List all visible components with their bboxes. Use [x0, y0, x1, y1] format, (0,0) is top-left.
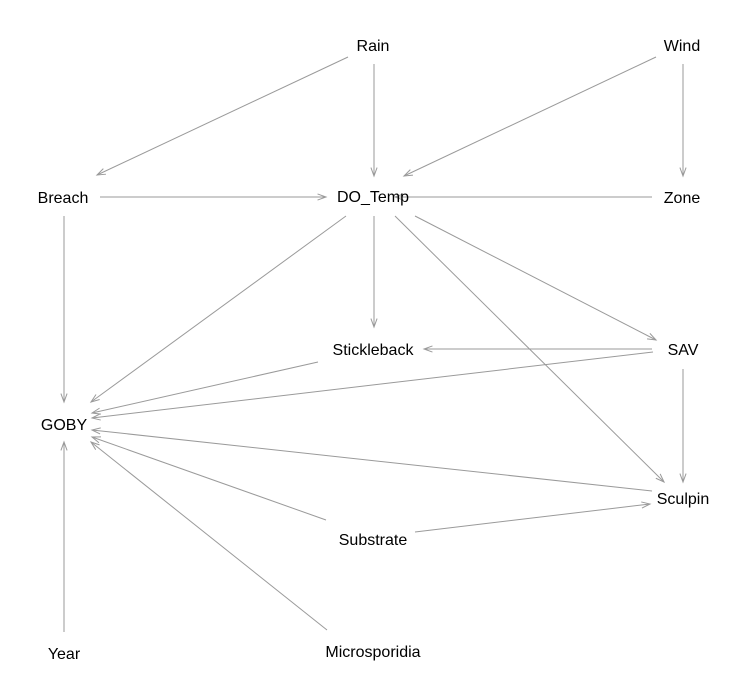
node-sculpin: Sculpin — [657, 491, 709, 508]
arrowhead-rain-to-breach — [95, 168, 107, 176]
arrowhead-stickleback-to-goby — [90, 407, 101, 415]
node-stickleback: Stickleback — [333, 342, 415, 359]
arrowhead-substrate-to-sculpin — [641, 501, 652, 509]
arrowhead-sav-to-goby — [90, 413, 101, 421]
arrowhead-breach-to-goby — [60, 393, 68, 404]
node-breach: Breach — [38, 190, 89, 207]
arrowhead-breach-to-do_temp — [317, 193, 328, 201]
node-goby: GOBY — [41, 417, 88, 434]
arrowhead-do_temp-to-stickleback — [370, 318, 378, 329]
edge-wind-to-do_temp — [403, 56, 657, 177]
arrowhead-do_temp-to-sav — [647, 333, 658, 341]
node-sav: SAV — [668, 342, 699, 359]
edge-substrate-to-goby — [91, 436, 327, 521]
node-do-temp: DO_Temp — [337, 189, 409, 206]
edge-stickleback-to-goby — [91, 361, 319, 414]
node-microsporidia: Microsporidia — [325, 644, 420, 661]
arrowhead-zone-to-do_temp — [393, 193, 404, 201]
arrowhead-rain-to-do_temp — [370, 167, 378, 178]
node-rain: Rain — [357, 38, 390, 55]
edge-substrate-to-sculpin — [414, 503, 651, 533]
edge-rain-to-breach — [96, 56, 349, 176]
arrowhead-wind-to-do_temp — [402, 169, 414, 177]
arrowhead-substrate-to-goby — [90, 436, 102, 444]
node-layer: Rain Wind Breach DO_Temp Zone Sticklebac… — [38, 38, 710, 663]
node-wind: Wind — [664, 38, 700, 55]
node-substrate: Substrate — [339, 532, 408, 549]
edge-sculpin-to-goby — [91, 429, 653, 492]
edge-layer — [60, 56, 687, 632]
arrowhead-sculpin-to-goby — [90, 427, 101, 435]
arrowhead-microsporidia-to-goby — [89, 441, 100, 450]
node-year: Year — [48, 646, 81, 663]
edge-do_temp-to-goby — [90, 215, 347, 403]
arrowhead-year-to-goby — [60, 440, 68, 451]
arrowhead-wind-to-zone — [679, 167, 687, 178]
arrowhead-sav-to-sculpin — [679, 473, 687, 484]
edge-microsporidia-to-goby — [90, 441, 328, 631]
edge-do_temp-to-sav — [414, 215, 657, 341]
arrowhead-do_temp-to-goby — [89, 394, 100, 403]
arrowhead-sav-to-stickleback — [422, 345, 433, 353]
arrowhead-do_temp-to-sculpin — [655, 473, 666, 484]
node-zone: Zone — [664, 190, 701, 207]
edge-sav-to-goby — [91, 351, 654, 419]
